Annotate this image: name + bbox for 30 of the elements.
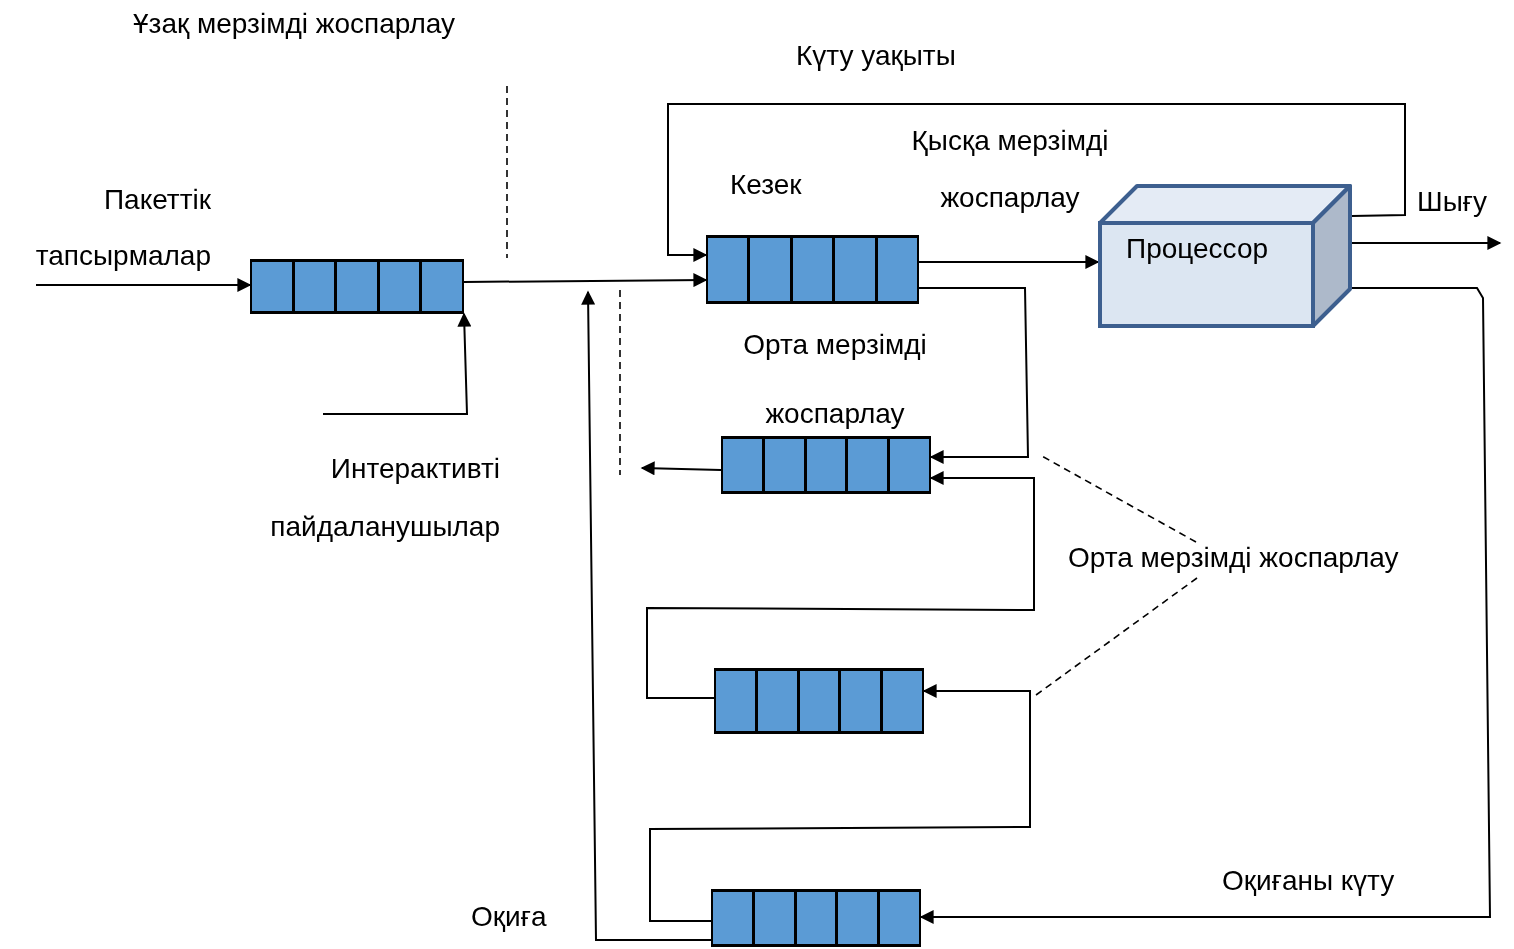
arrow [35, 278, 252, 292]
label-text: Қысқа мерзімді жоспарлау [910, 124, 1110, 215]
arrow [640, 461, 722, 476]
label-text: Пакеттік тапсырмалар [34, 183, 211, 273]
arrow [918, 255, 1100, 269]
queue-bar [250, 259, 464, 314]
arrow [649, 684, 1031, 922]
label-text: Ұзақ мерзімді жоспарлау [133, 8, 456, 41]
leader-line [1035, 577, 1198, 696]
arrow [322, 312, 472, 415]
annotation-text: Орта мерзімді жоспарлау [1068, 542, 1399, 575]
processor-label: Процессор [1126, 233, 1269, 266]
queue-bar [706, 235, 919, 304]
queue-bar [711, 889, 921, 947]
arrow [667, 103, 1406, 262]
queue-bar [714, 668, 924, 734]
label-text: Күту уақыты [796, 40, 957, 73]
arrow [919, 287, 1491, 924]
arrow [918, 287, 1029, 464]
arrow [581, 290, 712, 941]
arrow [463, 273, 708, 288]
label-text: Оқиғаны күту [1222, 865, 1396, 898]
label-text: Кезек [730, 169, 803, 202]
label-text: Интерактивті пайдаланушылар [269, 452, 500, 544]
queue-bar [721, 436, 931, 494]
label-text: Шығу [1417, 188, 1488, 216]
label-text: Оқиға [471, 901, 548, 934]
label-text: Орта мерзімді жоспарлау [742, 328, 928, 431]
arrow [1351, 236, 1502, 250]
arrow [646, 471, 1035, 699]
